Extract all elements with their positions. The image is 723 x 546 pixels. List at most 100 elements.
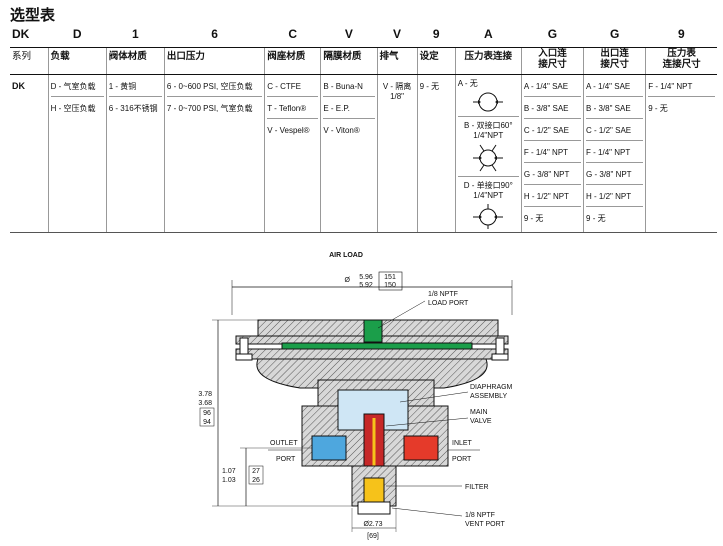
port-height-upper: 1.07 — [222, 468, 236, 475]
code-cell: DK — [10, 27, 49, 48]
outlet-size-option: 9 - 无 — [586, 214, 606, 223]
code-row: DK D 1 6 C V V 9 A G G 9 — [10, 27, 717, 48]
diaphragm-label-2: ASSEMBLY — [470, 393, 508, 400]
seat-material-option: C - CTFE — [267, 75, 319, 97]
header-cell: 入口连 接尺寸 — [520, 47, 584, 75]
inlet-size-option: F - 1/4" NPT — [523, 141, 582, 163]
gauge-port-option-b-size: 1/4"NPT — [473, 131, 504, 140]
code-cell: C — [264, 27, 321, 48]
body-material-option: 6 - 316不锈钢 — [108, 104, 158, 113]
bottom-diameter: Ø2.73 — [363, 521, 382, 528]
gauge-size-option: F - 1/4" NPT — [648, 75, 715, 97]
inlet-port-label-1: INLET — [452, 440, 473, 447]
seat-material-option: T - Teflon® — [267, 97, 319, 119]
header-cell: 压力表连接 — [454, 47, 522, 75]
height-mm-upper: 96 — [203, 410, 211, 417]
height-upper: 3.78 — [198, 391, 212, 398]
inlet-port-label-2: PORT — [452, 456, 472, 463]
bottom-diameter-mm: [69] — [367, 533, 379, 540]
vent-port-label-2: VENT PORT — [465, 521, 506, 528]
diaphragm-material-option: E - E.P. — [323, 97, 375, 119]
gauge-single-90-icon — [473, 204, 504, 229]
height-lower: 3.68 — [198, 400, 212, 407]
inlet-size-option: B - 3/8" SAE — [523, 97, 582, 119]
code-cell: 6 — [164, 27, 265, 48]
dim-top-mm-upper: 151 — [384, 274, 396, 281]
main-valve-label-1: MAIN — [470, 409, 488, 416]
header-row: 系列 负载 阀体材质 出口压力 阀座材质 隔膜材质 排气 设定 压力表连接 入口… — [10, 47, 717, 75]
main-valve-label-2: VALVE — [470, 418, 492, 425]
inlet-size-option: H - 1/2" NPT — [523, 185, 582, 207]
header-cell: 负载 — [47, 47, 107, 75]
diaphragm — [281, 342, 473, 350]
header-cell: 出口连 接尺寸 — [583, 47, 646, 75]
outlet-size-option: C - 1/2" SAE — [586, 119, 644, 141]
vent-option: V - 隔离 — [382, 82, 412, 91]
regulator-cross-section-diagram: AIR LOAD Ø 5.96 5.92 151 150 3.78 3.68 9… — [198, 252, 513, 540]
gauge-port-option-d-size: 1/4"NPT — [473, 191, 504, 200]
diaphragm-material-option: B - Buna-N — [323, 75, 375, 97]
vent-size: 1/8" — [390, 92, 405, 101]
outlet-port-label-1: OUTLET — [270, 440, 298, 447]
dim-top-mm-lower: 150 — [384, 282, 396, 289]
code-cell: V — [320, 27, 377, 48]
options-row: DK D - 气室负载 H - 空压负载 1 - 黄铜 6 - 316不锈钢 6… — [10, 74, 717, 233]
port-height-lower: 1.03 — [222, 477, 236, 484]
header-cell: 系列 — [10, 47, 49, 75]
header-cell: 压力表 连接尺寸 — [645, 47, 717, 75]
seat-material-option: V - Vespel® — [267, 126, 310, 135]
code-cell: 9 — [645, 27, 717, 48]
code-cell: D — [48, 27, 107, 48]
header-cell: 排气 — [376, 47, 418, 75]
inlet-size-option: G - 3/8" NPT — [523, 163, 582, 185]
diaphragm-label-1: DIAPHRAGM — [470, 384, 513, 391]
series-value: DK — [12, 81, 25, 91]
filter-label: FILTER — [465, 484, 489, 491]
vent-port-label-1: 1/8 NPTF — [465, 512, 495, 519]
load-option: D - 气室负载 — [50, 75, 104, 97]
code-cell: 1 — [106, 27, 165, 48]
load-option: H - 空压负载 — [50, 104, 96, 113]
air-load-label: AIR LOAD — [329, 252, 363, 259]
header-cell: 出口压力 — [163, 47, 265, 75]
outlet-size-option: H - 1/2" NPT — [586, 185, 644, 207]
code-cell: G — [521, 27, 584, 48]
gauge-port-option-a: A - 无 — [457, 79, 478, 88]
load-port-label-2: LOAD PORT — [428, 300, 469, 307]
header-cell: 阀座材质 — [264, 47, 321, 75]
outlet-size-option: F - 1/4" NPT — [586, 141, 644, 163]
outlet-pressure-option: 7 - 0~700 PSI, 气室负载 — [166, 104, 253, 113]
outlet-size-option: G - 3/8" NPT — [586, 163, 644, 185]
gauge-size-option: 9 - 无 — [648, 104, 668, 113]
dim-symbol: Ø — [345, 277, 351, 284]
code-cell: A — [455, 27, 522, 48]
code-cell: 9 — [417, 27, 456, 48]
gauge-port-option-b: B - 双接口60° — [464, 121, 513, 130]
outlet-port-channel — [311, 435, 347, 461]
gauge-none-icon — [473, 92, 504, 112]
gauge-dual-60-icon — [473, 144, 504, 172]
selection-table: DK D 1 6 C V V 9 A G G 9 系列 负载 阀体材质 出口压力… — [10, 27, 717, 233]
inlet-port-channel — [403, 435, 439, 461]
outlet-port-label-2: PORT — [276, 456, 296, 463]
height-mm-lower: 94 — [203, 419, 211, 426]
dim-top-lower: 5.92 — [359, 282, 373, 289]
header-cell: 隔膜材质 — [320, 47, 377, 75]
diaphragm-material-option: V - Viton® — [323, 126, 360, 135]
filter-element — [363, 477, 385, 503]
page-title: 选型表 — [10, 7, 56, 24]
inlet-size-option: A - 1/4" SAE — [523, 75, 582, 97]
outlet-pressure-option: 6 - 0~600 PSI, 空压负载 — [166, 75, 263, 97]
outlet-size-option: A - 1/4" SAE — [586, 75, 644, 97]
load-port-fitting — [363, 319, 383, 343]
port-height-mm-upper: 27 — [252, 468, 260, 475]
setting-option: 9 - 无 — [419, 82, 440, 91]
inlet-size-option: C - 1/2" SAE — [523, 119, 582, 141]
body-material-option: 1 - 黄铜 — [108, 75, 162, 97]
inlet-size-option: 9 - 无 — [523, 214, 544, 223]
code-cell: G — [583, 27, 646, 48]
code-cell: V — [377, 27, 418, 48]
dim-top-upper: 5.96 — [359, 274, 373, 281]
outlet-size-option: B - 3/8" SAE — [586, 97, 644, 119]
gauge-port-option-d: D - 单接口90° — [463, 181, 513, 190]
